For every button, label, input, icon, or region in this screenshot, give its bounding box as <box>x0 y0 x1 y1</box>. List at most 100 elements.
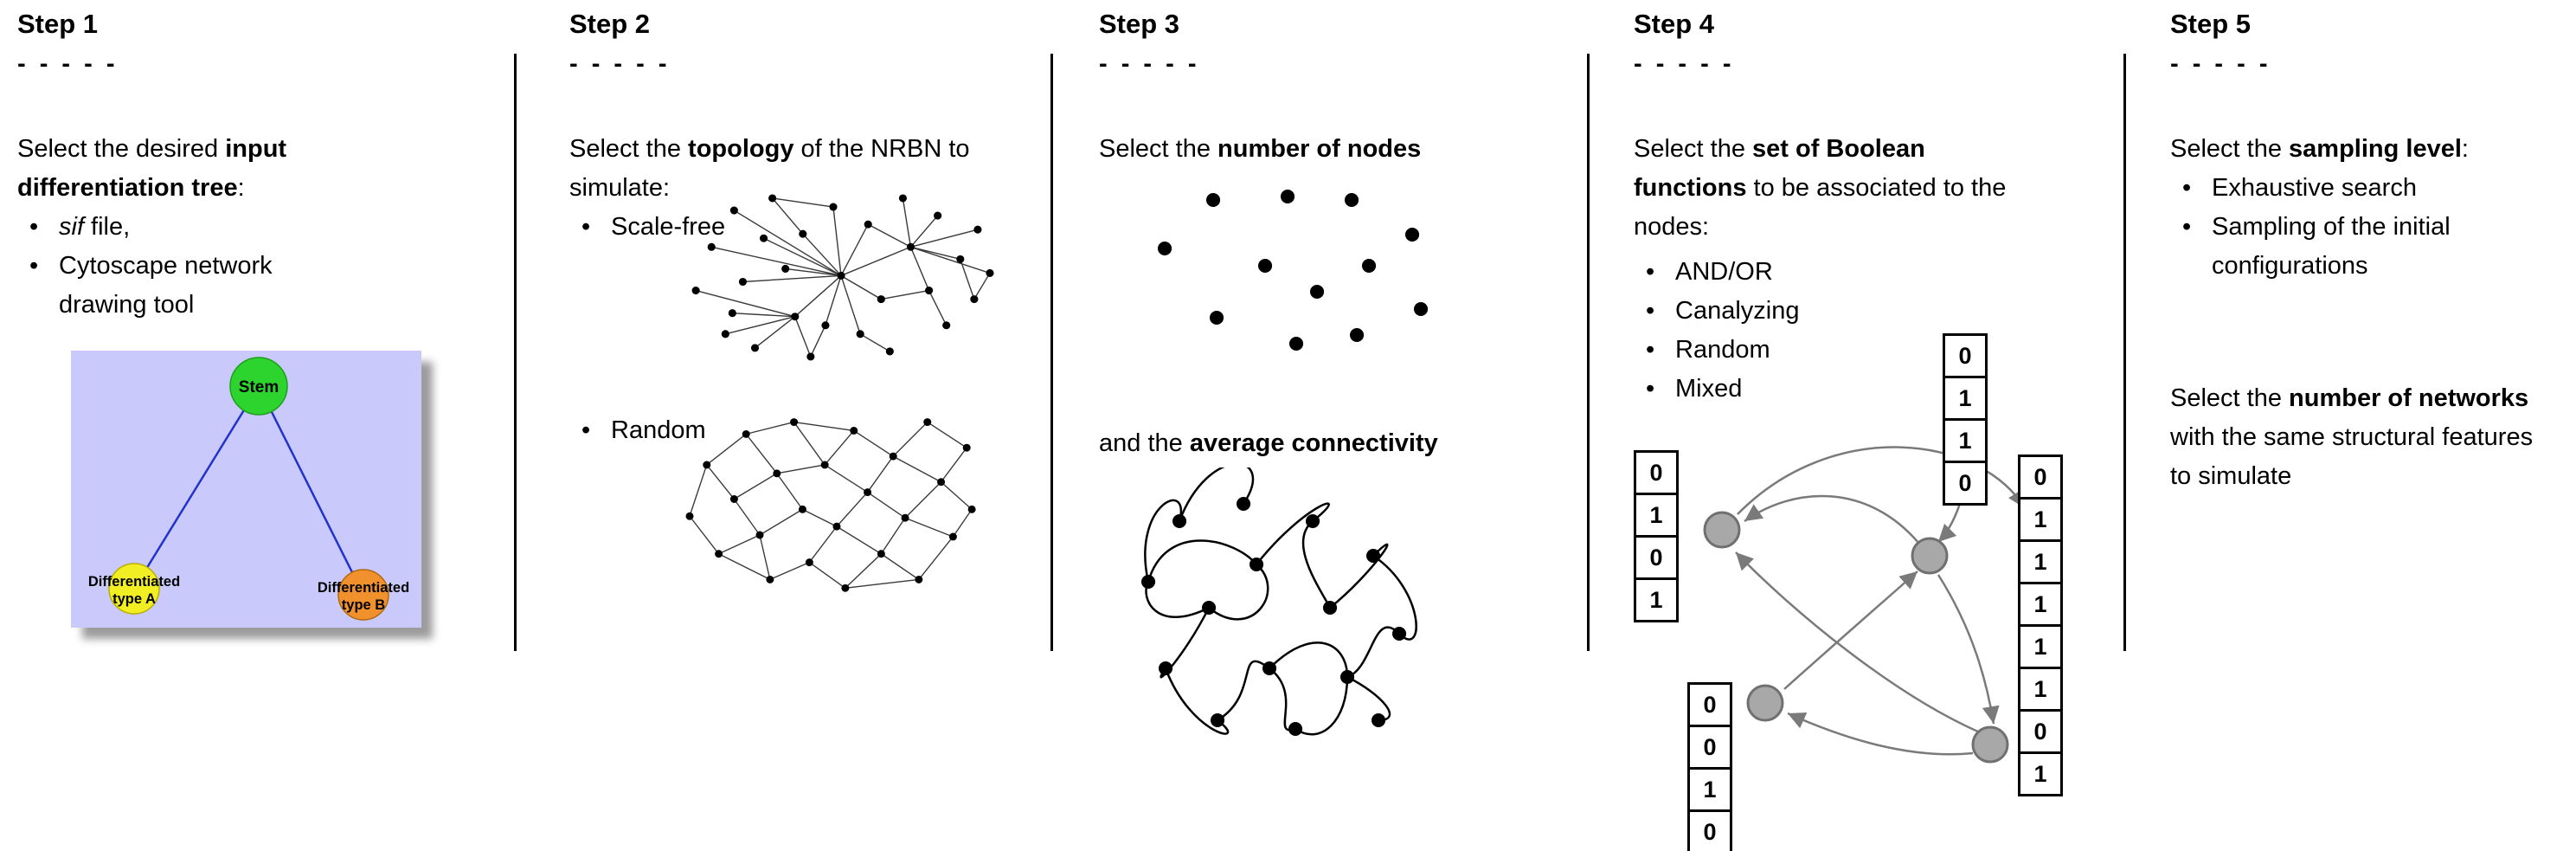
step-5-title: Step 5 <box>2170 9 2252 39</box>
intro-bold-segment: input differentiation tree <box>17 135 287 202</box>
nrbn-edges <box>1735 446 2027 756</box>
random-edges <box>689 421 973 589</box>
table-cell: 1 <box>2018 667 2063 712</box>
table-cell: 0 <box>1687 725 1732 770</box>
table-cell: 0 <box>1687 682 1732 727</box>
gene-node-c <box>1746 684 1784 722</box>
edge-c-to-b <box>1783 571 1918 690</box>
bullet-text-segment: AND/OR <box>1675 258 1773 286</box>
edge-b-to-d <box>1937 574 2000 725</box>
step-2-dashes: - - - - - <box>569 50 671 78</box>
step-4-panel: Step 4 - - - - - Select the set of Boole… <box>1634 0 2110 851</box>
table-cell: 1 <box>2018 751 2063 796</box>
intro-text-segment: to be associated to the nodes: <box>1634 174 2007 241</box>
bullet-text-segment: Sampling of the initial configurations <box>2212 213 2451 280</box>
intro-text-segment: of the NRBN to simulate: <box>569 135 970 202</box>
bullet-scale-free: Scale-free <box>569 208 725 247</box>
connectivity-tangle-graphic <box>1141 467 1417 736</box>
table-cell: 1 <box>1634 577 1679 622</box>
intro-bold-segment: set of Boolean functions <box>1634 135 1925 202</box>
bullet-sampling-initial-configurations: Sampling of the initial configurations <box>2170 208 2525 286</box>
step-5-paragraph-networks: Select the number of networks with the s… <box>2170 379 2555 496</box>
bullet-italic-segment: sif <box>59 213 84 241</box>
boolean-table-bottom-left: 0 0 1 0 <box>1687 682 1732 851</box>
column-divider <box>2123 54 2126 651</box>
bullet-random: Random <box>569 411 706 450</box>
intro-text-segment: Select the <box>569 135 689 163</box>
step-5-dashes: - - - - - <box>2170 50 2271 78</box>
intro-bold-segment: sampling level <box>2289 135 2462 163</box>
table-cell: 0 <box>1943 461 1988 506</box>
table-cell: 1 <box>1943 376 1988 421</box>
intro-text-segment: and the <box>1099 429 1190 457</box>
scale-free-network-graphic <box>691 194 994 361</box>
table-cell: 1 <box>1943 418 1988 463</box>
step-5-bullet-list: Exhaustive search Sampling of the initia… <box>2170 169 2525 286</box>
table-cell: 1 <box>2018 624 2063 669</box>
intro-text-segment: : <box>2461 135 2469 163</box>
step-4-dashes: - - - - - <box>1634 50 1735 78</box>
scale-free-nodes <box>691 194 994 361</box>
intro-text-segment: Select the <box>2170 135 2290 163</box>
nrbn-nodes <box>1703 511 2009 764</box>
bullet-text-segment: Cytoscape network drawing tool <box>59 252 273 319</box>
table-cell: 1 <box>1634 493 1679 538</box>
table-cell: 0 <box>1943 333 1988 378</box>
bullet-sif-file: sif file, <box>17 208 320 247</box>
gene-node-b <box>1911 537 1949 575</box>
type-b-label-line2: type B <box>342 597 386 613</box>
intro-bold-segment: average connectivity <box>1189 429 1438 457</box>
gene-node-d <box>1971 725 2009 764</box>
step-1-intro: Select the desired input differentiation… <box>17 130 433 208</box>
boolean-table-left: 0 1 0 1 <box>1634 450 1679 622</box>
tangle-dots <box>1141 497 1407 736</box>
boolean-table-right: 0 1 1 1 1 1 0 1 <box>2018 455 2063 796</box>
step-5-panel: Step 5 - - - - - Select the sampling lev… <box>2170 0 2576 851</box>
bullet-and-or: AND/OR <box>1634 253 1997 292</box>
intro-bold-segment: topology <box>688 135 794 163</box>
edge-b-to-a <box>1744 494 1920 545</box>
step-4-bullet-list: AND/OR Canalyzing Random Mixed <box>1634 253 1997 409</box>
step-1-panel: Step 1 - - - - - Select the desired inpu… <box>17 0 491 851</box>
bullet-text-segment: Random <box>611 416 706 444</box>
nrbn-boolean-functions-graphic: 0 1 0 1 0 1 1 0 0 0 1 0 0 1 1 1 <box>1634 322 2118 851</box>
edge-a-to-righttable <box>1737 446 2027 515</box>
table-cell: 0 <box>1634 535 1679 580</box>
intro-text-segment: Select the <box>1634 135 1753 163</box>
step-3-intro: Select the number of nodes <box>1099 130 1549 169</box>
scale-free-edges <box>695 197 991 358</box>
table-cell: 0 <box>2018 455 2063 500</box>
step-4-title: Step 4 <box>1634 9 1715 39</box>
step-2-title: Step 2 <box>569 9 651 39</box>
table-cell: 0 <box>1634 450 1679 495</box>
step-4-intro: Select the set of Boolean functions to b… <box>1634 130 2040 247</box>
bullet-text-segment: Mixed <box>1675 375 1743 403</box>
column-divider <box>1587 54 1590 651</box>
para-text-segment: with the same structural features to sim… <box>2170 423 2534 490</box>
gene-node-a <box>1703 511 1741 549</box>
random-nodes <box>685 418 976 592</box>
bullet-text-segment: file, <box>84 213 131 241</box>
table-cell: 1 <box>2018 582 2063 627</box>
bullet-mixed: Mixed <box>1634 370 1997 409</box>
step-3-intro2: and the average connectivity <box>1099 424 1566 463</box>
nodes-scatter-graphic <box>1158 190 1429 351</box>
bullet-text-segment: Canalyzing <box>1675 297 1800 325</box>
intro-text-segment: Select the desired <box>17 135 226 163</box>
bullet-text-segment: Scale-free <box>611 213 726 241</box>
step-1-title: Step 1 <box>17 9 99 39</box>
step-1-dashes: - - - - - <box>17 50 119 78</box>
table-cell: 0 <box>1687 809 1732 851</box>
para-text-segment: Select the <box>2170 384 2290 412</box>
type-a-label-line1: Differentiated <box>88 574 180 590</box>
table-cell: 0 <box>2018 709 2063 754</box>
intro-bold-segment: number of nodes <box>1217 135 1422 163</box>
boolean-table-top: 0 1 1 0 <box>1943 333 1988 506</box>
stem-node <box>229 357 288 416</box>
step-5-intro: Select the sampling level: <box>2170 130 2576 169</box>
bullet-canalyzing: Canalyzing <box>1634 292 1997 331</box>
column-divider <box>514 54 517 651</box>
differentiation-tree-image: Stem Differentiated type A Differentiate… <box>71 351 421 628</box>
bullet-exhaustive-search: Exhaustive search <box>2170 169 2525 208</box>
